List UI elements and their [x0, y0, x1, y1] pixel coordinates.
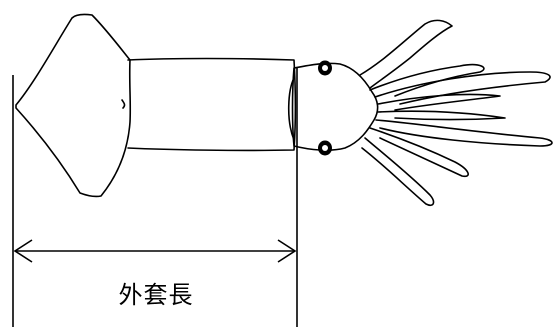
measure-arrowhead-left [13, 239, 33, 263]
arm-3 [377, 93, 501, 111]
mantle-length-label: 外套長 [118, 281, 194, 309]
arm-4 [377, 110, 506, 121]
arm-2 [374, 71, 551, 105]
measure-arrowhead-right [277, 239, 297, 263]
head-seam [287, 77, 295, 141]
arm-5 [375, 119, 553, 147]
squid-fin [15, 13, 132, 198]
tentacle-lower [361, 137, 435, 207]
arm-6 [369, 127, 469, 178]
fin-notch [121, 99, 126, 109]
tentacle-upper [359, 19, 453, 89]
squid-head [291, 62, 379, 151]
squid-mantle [127, 57, 297, 152]
